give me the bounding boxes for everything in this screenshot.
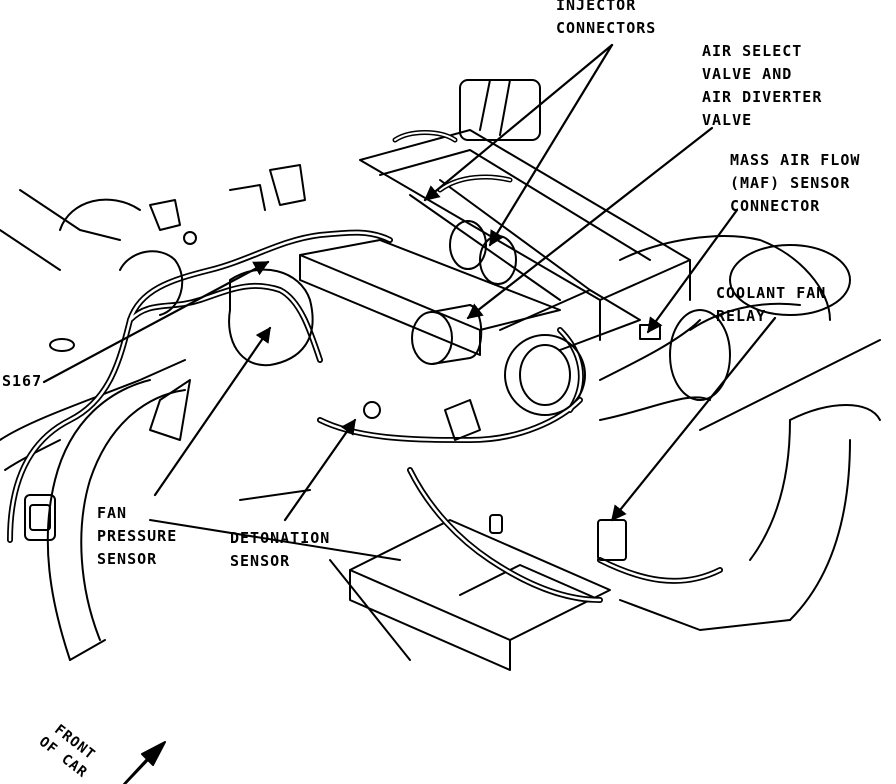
air-valve-canister (411, 304, 483, 365)
leader-injector-1 (423, 43, 614, 202)
leader-fan-pressure (153, 326, 272, 497)
leader-lines (42, 43, 777, 522)
leader-injector-2 (488, 43, 614, 247)
leader-coolant-relay (610, 316, 777, 522)
leader-s167 (42, 260, 270, 384)
air-intake-tube (599, 235, 851, 421)
label-detonation-sensor: DETONATION SENSOR (230, 529, 331, 570)
left-wheel-arch (49, 198, 184, 352)
left-wiring-harness-inner (8, 231, 392, 542)
left-wiring-harness (7, 229, 393, 543)
top-hoses (392, 130, 513, 193)
label-injector-connectors: INJECTOR CONNECTORS (556, 0, 657, 37)
front-direction-arrow (123, 741, 166, 784)
radiator-support (149, 489, 611, 671)
left-fender-outline (0, 189, 186, 661)
label-coolant-fan-relay: COOLANT FAN RELAY (716, 284, 827, 325)
leader-detonation (283, 418, 357, 522)
throttle-body (499, 289, 641, 416)
label-s167: S167 (2, 372, 43, 390)
leader-air-select (466, 126, 714, 320)
relay-bracket (597, 324, 661, 561)
top-hoses-inner (394, 131, 511, 191)
small-components-left (149, 164, 306, 441)
right-fender-outline (619, 339, 881, 631)
leader-maf (646, 208, 739, 334)
label-fan-pressure-sensor: FAN PRESSURE SENSOR (97, 504, 178, 568)
left-connector (24, 494, 56, 541)
label-air-select-valve: AIR SELECT VALVE AND AIR DIVERTER VALVE (702, 42, 823, 129)
label-maf-sensor-connector: MASS AIR FLOW (MAF) SENSOR CONNECTOR (730, 151, 861, 215)
detonation-sensor-part (363, 399, 503, 534)
